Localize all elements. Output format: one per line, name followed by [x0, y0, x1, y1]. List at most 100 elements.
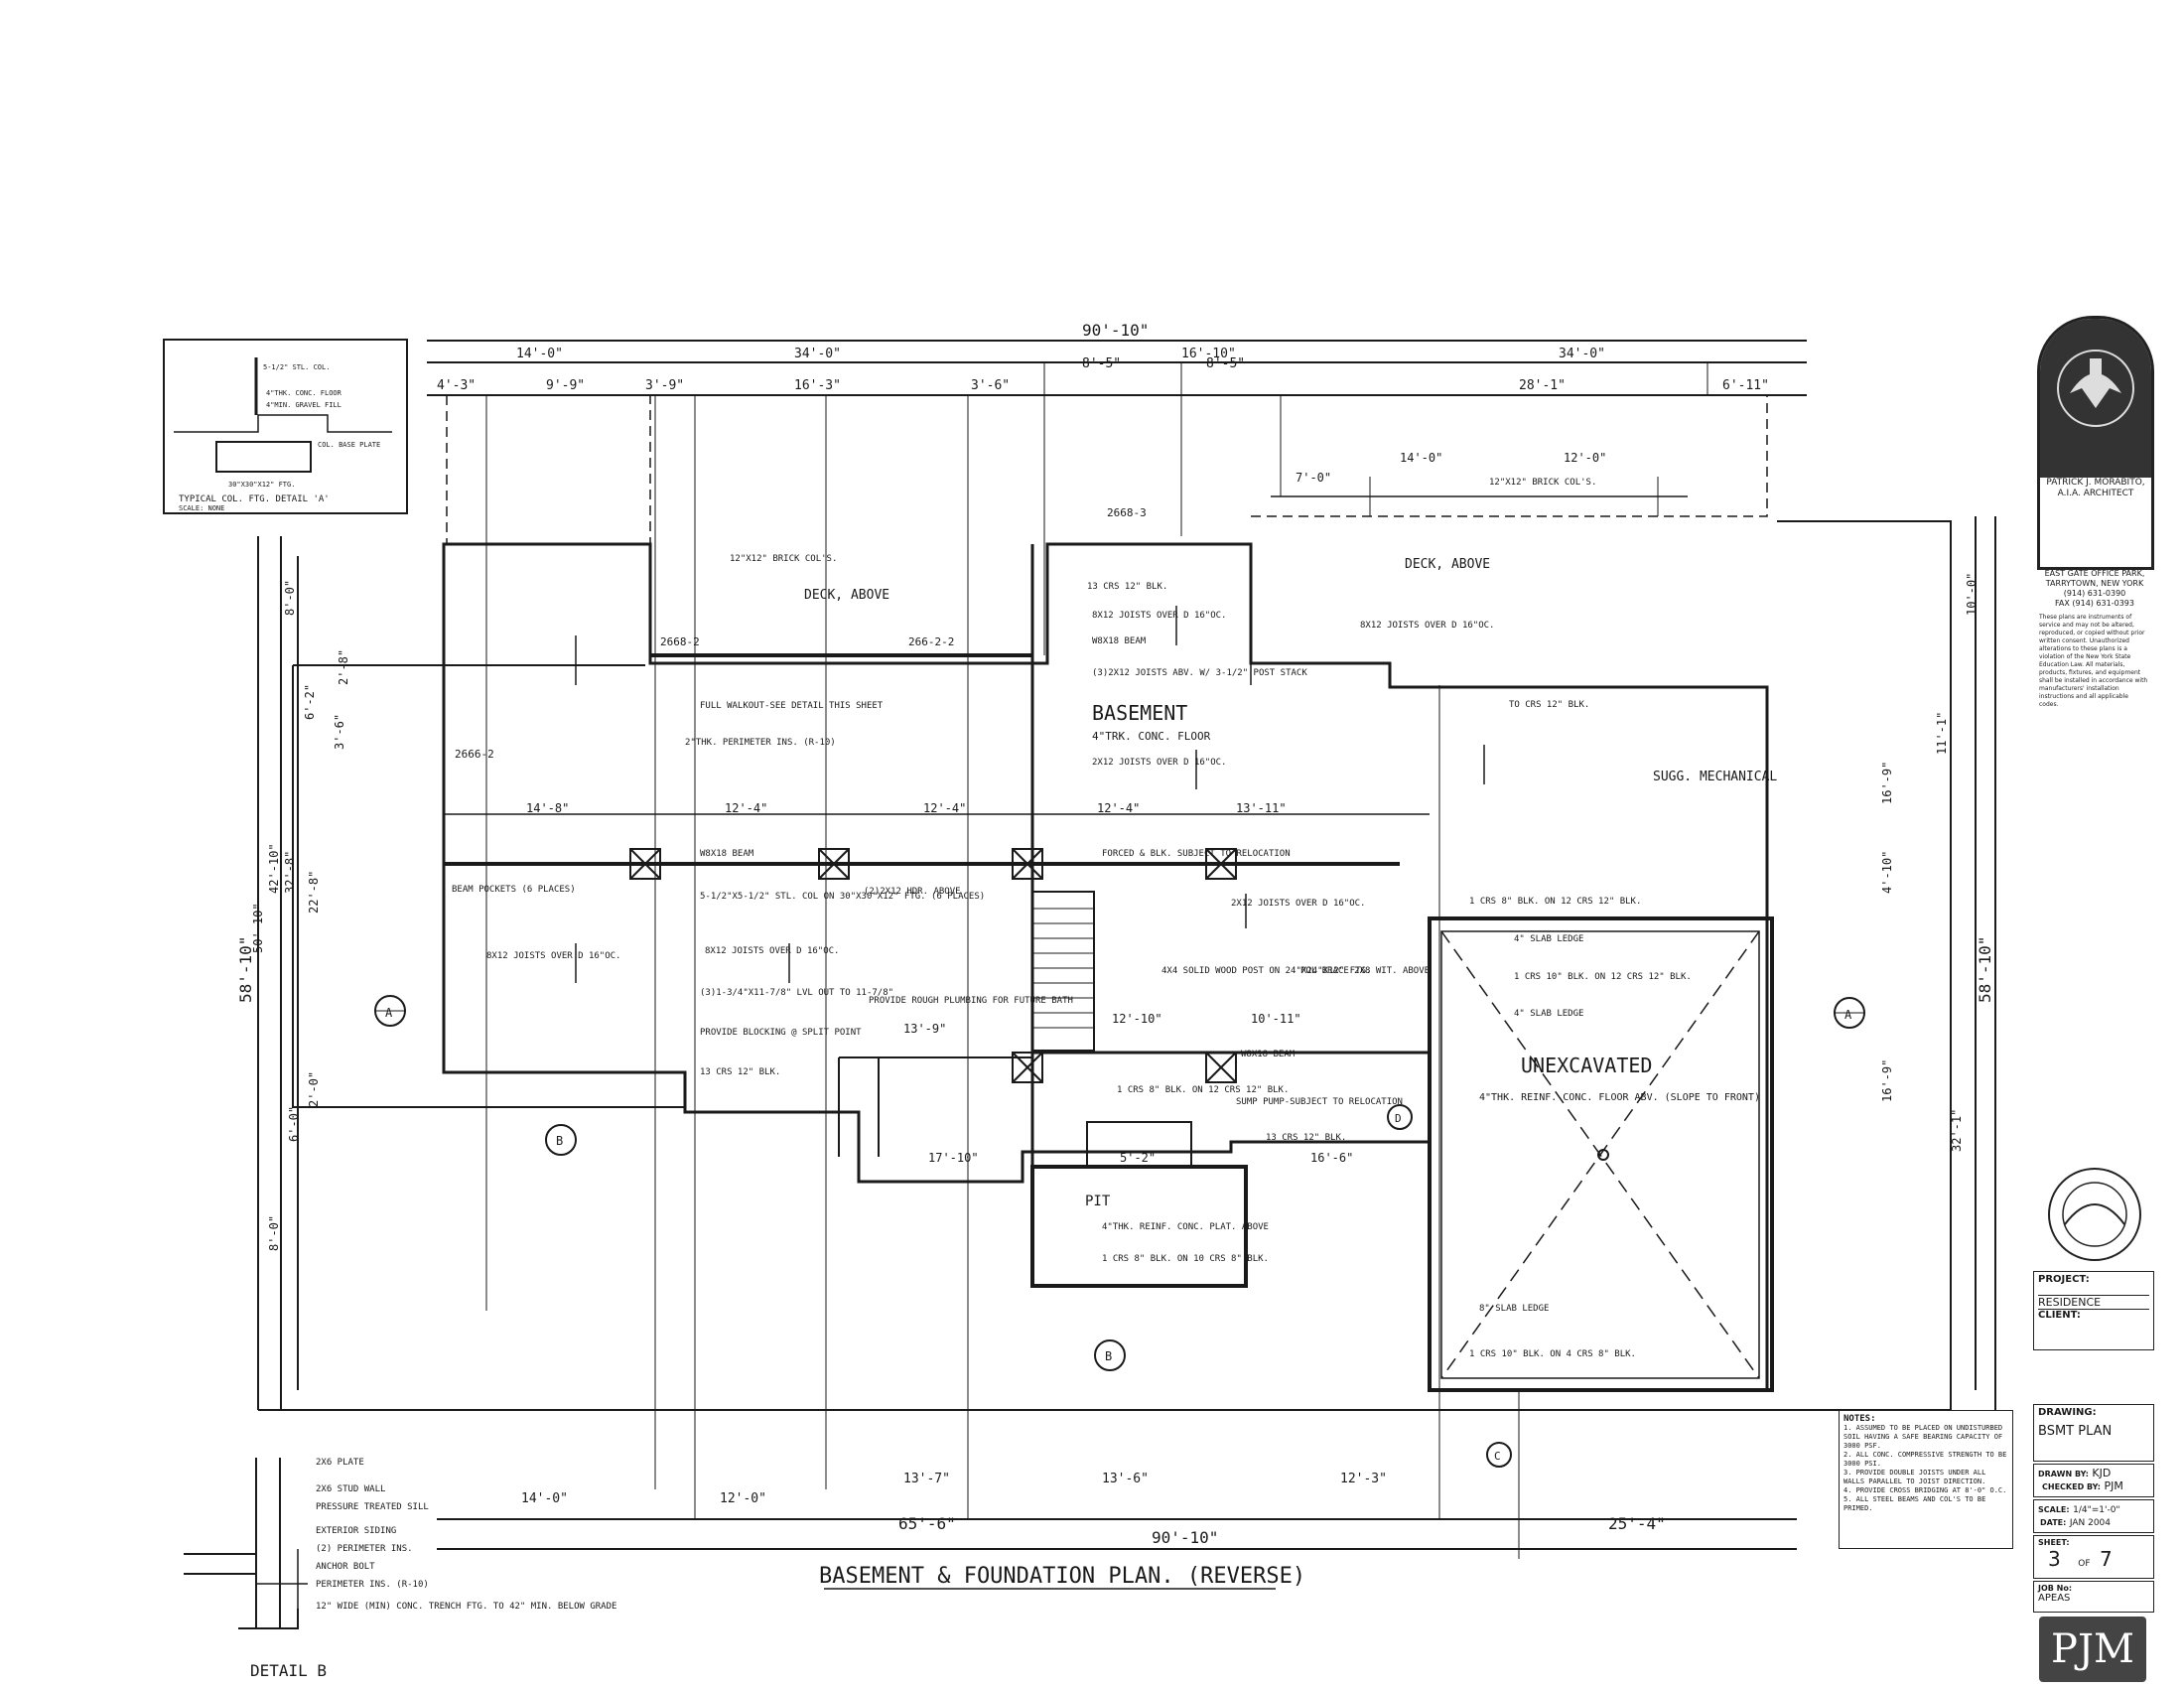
room-mechanical: SUGG. MECHANICAL [1653, 770, 1777, 784]
detail-b-title: DETAIL B [250, 1661, 327, 1680]
dim-int-9: 12'-10" [1112, 1012, 1162, 1026]
note-5: 2666-2 [455, 748, 494, 761]
drawing-label: DRAWING: [2038, 1407, 2097, 1418]
general-note-item: 1. ASSUMED TO BE PLACED ON UNDISTURBED S… [1843, 1424, 2003, 1450]
dim-top-15: 12'-0" [1564, 451, 1606, 465]
sheet-total: 7 [2100, 1547, 2113, 1571]
note-12: 8X12 JOISTS OVER D 16"OC. [1360, 621, 1494, 631]
drawn-by-value: KJD [2092, 1467, 2112, 1479]
note-0: 12"X12" BRICK COL'S. [730, 554, 837, 564]
detail-a-label-2: 4"MIN. GRAVEL FILL [266, 401, 341, 409]
section-marker-b: B [556, 1134, 563, 1148]
note-20: (3)1-3/4"X11-7/8" LVL OUT TO 11-7/8" [700, 988, 893, 998]
note-2: 2668-2 [660, 635, 700, 648]
sheet-label: SHEET: [2038, 1538, 2070, 1547]
general-notes-box: NOTES: 1. ASSUMED TO BE PLACED ON UNDIST… [1839, 1410, 2013, 1549]
note-7: 2"THK. PERIMETER INS. (R-10) [685, 738, 836, 748]
detail-b-label-5: ANCHOR BOLT [316, 1562, 375, 1572]
note-17: 8X12 JOISTS OVER D 16"OC. [486, 951, 620, 961]
drawing-title: BASEMENT & FOUNDATION PLAN. (REVERSE) [819, 1564, 1305, 1589]
architect-seal: PATRICK J. MORABITO, A.I.A. ARCHITECT [2037, 316, 2154, 570]
dim-bottom-2: 13'-7" [903, 1472, 950, 1486]
general-note-item: 3. PROVIDE DOUBLE JOISTS UNDER ALL WALLS… [1843, 1469, 1986, 1485]
general-note-item: 2. ALL CONC. COMPRESSIVE STRENGTH TO BE … [1843, 1451, 2007, 1468]
dim-left-3: 2'-8" [337, 649, 350, 685]
drawing-value: BSMT PLAN [2038, 1424, 2113, 1439]
dim-left-4: 42'-10" [267, 843, 281, 894]
dim-top-3: 34'-0" [1559, 347, 1605, 361]
architect-name: PATRICK J. MORABITO, A.I.A. ARCHITECT [2046, 478, 2145, 498]
room-deck-left: DECK, ABOVE [804, 588, 889, 603]
project-label: PROJECT: [2038, 1274, 2090, 1285]
note-24: FORCED & BLK. SUBJECT TO RELOCATION [1102, 849, 1291, 859]
dim-right-total: 58'-10" [1976, 936, 1994, 1003]
dim-top-0: 14'-0" [516, 347, 563, 361]
note-19: 8X12 JOISTS OVER D 16"OC. [705, 946, 839, 956]
note-9: 8X12 JOISTS OVER D 16"OC. [1092, 611, 1226, 621]
detail-a-title: TYPICAL COL. FTG. DETAIL 'A' [179, 494, 330, 504]
dim-right-2: 16'-9" [1880, 762, 1894, 804]
detail-b-label-4: (2) PERIMETER INS. [316, 1544, 413, 1554]
dim-left-5: 50'-10" [251, 903, 265, 953]
dim-int-1: 12'-4" [725, 801, 767, 815]
dim-left-2: 3'-6" [333, 714, 346, 750]
detail-a-label-3: COL. BASE PLATE [318, 441, 380, 449]
note-39: 4"THK. REINF. CONC. PLAT. ABOVE [1102, 1222, 1269, 1232]
dim-top-11: 28'-1" [1519, 378, 1566, 393]
dim-left-6: 32'-8" [283, 851, 297, 894]
detail-a-subtitle: SCALE: NONE [179, 504, 224, 512]
dim-top-total: 90'-10" [1082, 321, 1149, 340]
detail-b-label-3: EXTERIOR SIDING [316, 1526, 396, 1536]
note-13: TO CRS 12" BLK. [1509, 700, 1589, 710]
dim-top-5: 9'-9" [546, 378, 585, 393]
detail-a-label-4: 30"X30"X12" FTG. [228, 481, 295, 489]
note-30: 1 CRS 8" BLK. ON 12 CRS 12" BLK. [1117, 1085, 1289, 1095]
project-value: RESIDENCE [2038, 1295, 2149, 1310]
dim-top-9: 8'-5" [1082, 356, 1121, 371]
dim-right-5: 32'-1" [1950, 1109, 1964, 1152]
date-label: DATE: [2040, 1518, 2067, 1527]
professional-seal-icon [2045, 1165, 2144, 1264]
note-22: 13 CRS 12" BLK. [700, 1067, 780, 1077]
sheet-number: 3 [2048, 1547, 2061, 1571]
detail-b-label-2: PRESSURE TREATED SILL [316, 1502, 429, 1512]
dim-right-4: 16'-9" [1880, 1059, 1894, 1102]
dim-bottom-total: 90'-10" [1152, 1528, 1218, 1547]
note-16: BEAM POCKETS (6 PLACES) [452, 885, 576, 895]
note-26: 2X12 JOISTS OVER D 16"OC. [1231, 899, 1365, 909]
note-36: 4" SLAB LEDGE [1514, 1009, 1583, 1019]
architect-address: EAST GATE OFFICE PARK, TARRYTOWN, NEW YO… [2044, 569, 2145, 588]
section-marker-a-left: A [385, 1006, 393, 1020]
detail-a-label-1: 4"THK. CONC. FLOOR [266, 389, 342, 397]
date-value: JAN 2004 [2069, 1518, 2111, 1528]
title-block: PATRICK J. MORABITO, A.I.A. ARCHITECT EA… [2033, 316, 2154, 1686]
dim-bottom-left: 65'-6" [898, 1514, 956, 1533]
note-31: SUMP PUMP-SUBJECT TO RELOCATION [1236, 1097, 1403, 1107]
room-basement: BASEMENT [1092, 701, 1187, 725]
note-4: 2668-3 [1107, 506, 1147, 519]
dim-top-10: 8'-5" [1206, 356, 1245, 371]
note-3: 266-2-2 [908, 635, 954, 648]
note-10: W8X18 BEAM [1092, 636, 1147, 646]
dim-bottom-right: 25'-4" [1608, 1514, 1666, 1533]
dim-int-5: 17'-10" [928, 1151, 979, 1165]
checked-by-value: PJM [2104, 1479, 2123, 1492]
note-27: 4X4 SOLID WOOD POST ON 24"X24"X12" FTG. [1161, 966, 1371, 976]
note-21: PROVIDE BLOCKING @ SPLIT POINT [700, 1028, 862, 1038]
dim-int-7: 16'-6" [1310, 1151, 1353, 1165]
note-1: 12"X12" BRICK COL'S. [1489, 478, 1596, 488]
note-15: W8X18 BEAM [700, 849, 754, 859]
note-33: 1 CRS 8" BLK. ON 12 CRS 12" BLK. [1469, 897, 1641, 907]
dim-top-12: 6'-11" [1722, 378, 1769, 393]
note-32: 13 CRS 12" BLK. [1266, 1133, 1346, 1143]
detail-b-label-6: PERIMETER INS. (R-10) [316, 1580, 429, 1590]
drawn-by-label: DRAWN BY: [2038, 1470, 2089, 1478]
note-29: W8X18 BEAM [1241, 1050, 1296, 1059]
dim-int-2: 12'-4" [923, 801, 966, 815]
dim-left-10: 6'-0" [287, 1106, 301, 1142]
pjm-logo: PJM [2039, 1617, 2146, 1682]
dim-left-7: 22'-8" [307, 871, 321, 914]
job-label: JOB No: [2038, 1584, 2073, 1593]
dim-right-1: 11'-1" [1935, 712, 1949, 755]
